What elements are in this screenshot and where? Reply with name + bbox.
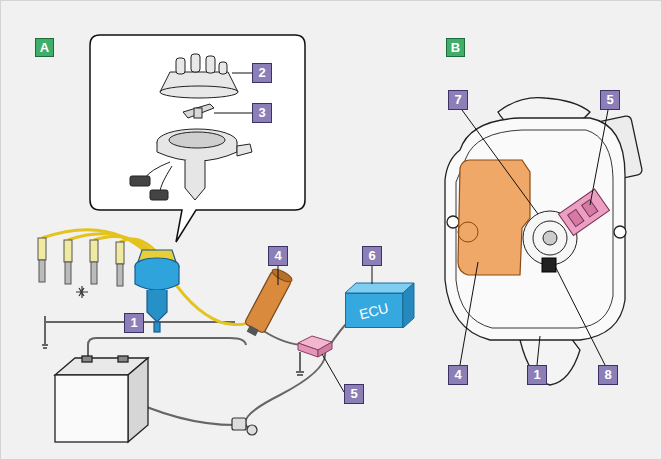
callout-number: 3 — [252, 103, 272, 123]
callout-number: 2 — [252, 63, 272, 83]
coil-top — [458, 160, 530, 275]
callout-number: 7 — [448, 90, 468, 110]
callout-number: 5 — [344, 384, 364, 404]
ecu-box: ECU — [345, 293, 403, 328]
battery — [55, 356, 148, 442]
callout-number: 8 — [598, 365, 618, 385]
coil-terminal — [458, 222, 478, 242]
distributor-cap — [160, 54, 238, 98]
callout-number: 4 — [268, 246, 288, 266]
pickup-sensor — [542, 258, 556, 272]
ecu-top — [345, 283, 414, 293]
callout-number: 4 — [448, 365, 468, 385]
spark-plug-wires — [42, 230, 250, 325]
callout-number: 1 — [124, 313, 144, 333]
distributor-body — [130, 129, 252, 200]
ecu-side — [403, 283, 414, 328]
rotor — [183, 104, 214, 118]
igniter — [298, 336, 332, 357]
ignition-switch — [232, 418, 257, 435]
igniter-top — [559, 189, 610, 236]
callout-number: 5 — [600, 90, 620, 110]
callout-number: 6 — [362, 246, 382, 266]
leader-lines — [214, 73, 608, 392]
node-text: ECU — [358, 299, 391, 322]
panel-letter: A — [35, 38, 54, 57]
panel-letter: B — [446, 38, 465, 57]
spark-plugs — [38, 238, 124, 298]
distributor-housing — [445, 98, 643, 385]
callout-number: 1 — [527, 365, 547, 385]
ignition-coil — [241, 267, 293, 339]
inset-bubble — [90, 35, 305, 242]
